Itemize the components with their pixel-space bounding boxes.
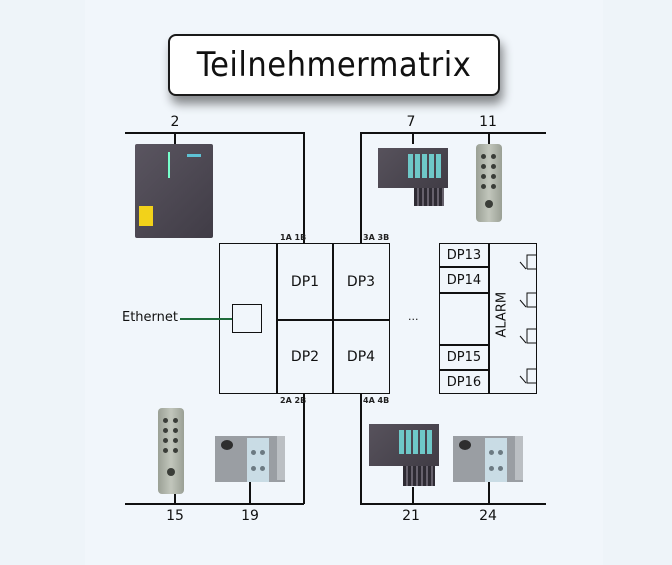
alarm-row-dp16: DP16 xyxy=(446,375,482,390)
et200s-io-device[interactable] xyxy=(378,148,448,206)
bus-drop-bottom-right xyxy=(360,393,362,504)
station-number-15: 15 xyxy=(166,508,184,524)
ethernet-label: Ethernet xyxy=(122,310,178,325)
station-drop-2 xyxy=(174,132,176,144)
et200s-io-device[interactable] xyxy=(369,424,439,486)
port-label-2a2b: 2A 2B xyxy=(280,396,307,405)
ip67-io-device[interactable] xyxy=(453,436,523,482)
port-label-3a3b: 3A 3B xyxy=(363,233,390,242)
bus-drop-top-left xyxy=(303,132,305,244)
matrix-divider xyxy=(276,243,278,394)
station-number-2: 2 xyxy=(170,114,180,130)
alarm-label: ALARM xyxy=(494,291,510,338)
station-number-11: 11 xyxy=(479,114,497,130)
io-slot xyxy=(436,154,441,178)
alarm-divider xyxy=(488,243,490,394)
title-box: Teilnehmermatrix xyxy=(168,34,500,96)
station-number-24: 24 xyxy=(479,508,497,524)
ethernet-port[interactable] xyxy=(232,304,262,333)
ellipsis: ... xyxy=(408,310,419,323)
terminal-block xyxy=(414,188,444,206)
port-label-1a1b: 1A 1B xyxy=(280,233,307,242)
alarm-row-divider xyxy=(439,369,489,371)
matrix-divider xyxy=(276,319,390,321)
ip67-io-device[interactable] xyxy=(215,436,285,482)
cpu-logo xyxy=(187,154,201,157)
station-number-7: 7 xyxy=(406,114,416,130)
bus-line-top-left xyxy=(125,132,304,134)
matrix-cell-dp3: DP3 xyxy=(346,273,376,290)
s7-cpu-device[interactable] xyxy=(135,144,213,238)
io-slot xyxy=(422,154,427,178)
station-number-19: 19 xyxy=(241,508,259,524)
io-slot xyxy=(408,154,413,178)
station-drop-21 xyxy=(412,487,414,503)
ethernet-line xyxy=(180,318,232,320)
matrix-cell-dp2: DP2 xyxy=(290,348,320,365)
bus-drop-bottom-left xyxy=(303,393,305,504)
matrix-divider xyxy=(332,243,334,394)
m12-io-module-device[interactable] xyxy=(158,408,184,494)
alarm-row-dp13: DP13 xyxy=(446,247,482,263)
alarm-row-divider xyxy=(439,266,489,268)
cpu-warning-label xyxy=(139,206,153,226)
io-slot xyxy=(429,154,434,178)
station-drop-15 xyxy=(174,494,176,503)
matrix-cell-dp4: DP4 xyxy=(346,348,376,365)
station-drop-11 xyxy=(488,132,490,144)
cpu-led-strip xyxy=(168,152,170,178)
bus-drop-top-right xyxy=(360,132,362,244)
station-drop-19 xyxy=(249,482,251,503)
diagram-title: Teilnehmermatrix xyxy=(196,45,472,85)
alarm-relay-contacts-icon xyxy=(519,254,537,384)
alarm-row-dp14: DP14 xyxy=(446,272,482,288)
alarm-row-divider xyxy=(439,344,489,346)
bus-line-bottom-left xyxy=(125,503,304,505)
alarm-row-divider xyxy=(439,292,489,294)
station-number-21: 21 xyxy=(402,508,420,524)
alarm-row-dp15: DP15 xyxy=(446,350,482,365)
m12-io-module-device[interactable] xyxy=(476,144,502,222)
station-drop-24 xyxy=(488,482,490,503)
matrix-cell-dp1: DP1 xyxy=(290,273,320,290)
bus-line-top-right xyxy=(360,132,546,134)
station-drop-7 xyxy=(412,132,414,144)
port-label-4a4b: 4A 4B xyxy=(363,396,390,405)
io-slot xyxy=(415,154,420,178)
bus-line-bottom-right xyxy=(360,503,546,505)
